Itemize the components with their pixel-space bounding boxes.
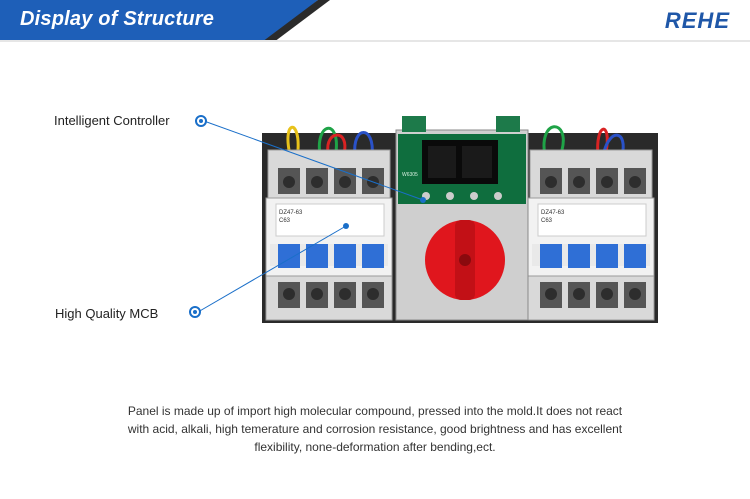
left-mcb-toggle bbox=[278, 244, 300, 268]
caption-line: Panel is made up of import high molecula… bbox=[127, 404, 623, 418]
left-mcb-body: DZ47-63 C63 bbox=[265, 197, 393, 277]
top-left-wires bbox=[286, 125, 374, 156]
right-mcb-top-terminals bbox=[529, 149, 653, 199]
banner-background bbox=[0, 0, 750, 42]
callout-lines bbox=[189, 115, 426, 318]
left-green-connector bbox=[402, 116, 426, 132]
brand-logo: REHE bbox=[664, 8, 730, 33]
right-mcb-rating: C63 bbox=[541, 218, 553, 224]
right-mcb-toggle bbox=[540, 244, 562, 268]
caption-line: with acid, alkali, high temerature and c… bbox=[127, 422, 623, 436]
description-caption: Panel is made up of import high molecula… bbox=[60, 402, 690, 456]
center-module: W6305 bbox=[395, 116, 529, 321]
controller-code: W6305 bbox=[402, 172, 418, 178]
left-mcb-top-terminals bbox=[267, 149, 391, 199]
left-mcb-model: DZ47-63 bbox=[279, 210, 303, 216]
right-mcb-bottom-terminals bbox=[527, 275, 655, 321]
right-green-connector bbox=[496, 116, 520, 132]
right-mcb-model: DZ47-63 bbox=[541, 210, 565, 216]
left-mcb-bottom-terminals bbox=[265, 275, 393, 321]
right-mcb-body: DZ47-63 C63 bbox=[527, 197, 655, 277]
left-mcb-rating: C63 bbox=[279, 218, 291, 224]
callout-intelligent-controller: Intelligent Controller bbox=[54, 113, 170, 128]
callout-high-quality-mcb: High Quality MCB bbox=[55, 306, 159, 321]
header-banner: Display of Structure REHE bbox=[0, 0, 750, 42]
caption-line: flexibility, none-deformation after bend… bbox=[254, 440, 496, 454]
page-title: Display of Structure bbox=[20, 8, 215, 30]
